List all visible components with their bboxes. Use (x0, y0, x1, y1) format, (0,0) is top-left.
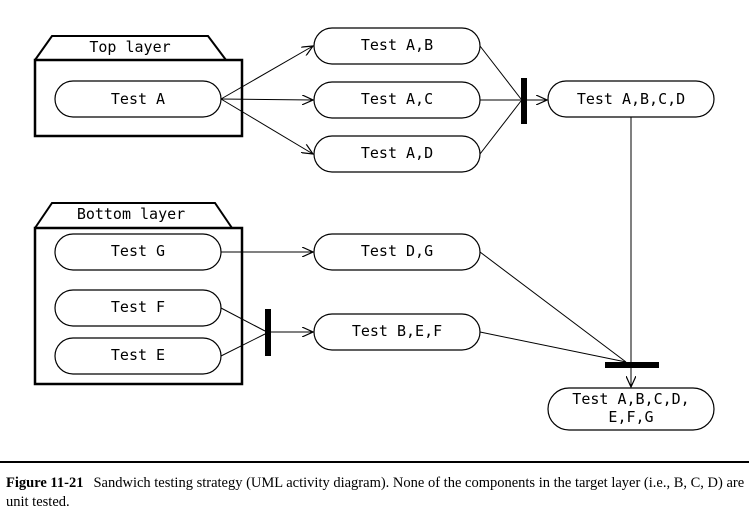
node-label: Test E (111, 346, 165, 364)
node-test-final: Test A,B,C,D, E,F,G (547, 387, 715, 431)
node-label: Test G (111, 242, 165, 260)
node-test-a: Test A (54, 80, 222, 118)
top-layer-label: Top layer (89, 38, 170, 56)
node-test-dg: Test D,G (313, 233, 481, 271)
node-label: Test B,E,F (352, 322, 442, 340)
bottom-layer-tab (34, 202, 233, 229)
node-test-abcd: Test A,B,C,D (547, 80, 715, 118)
node-test-bef: Test B,E,F (313, 313, 481, 351)
edge-e-to-sync (220, 333, 266, 357)
top-layer-tab (34, 35, 227, 61)
node-test-f: Test F (54, 289, 222, 327)
edge-bef-to-final-sync (479, 331, 627, 363)
sync-bar-bottom (265, 309, 271, 356)
node-label: Test A,D (361, 144, 433, 162)
edge-a-to-ab (220, 46, 313, 100)
figure-caption-text: Sandwich testing strategy (UML activity … (6, 475, 745, 510)
edge-a-to-ac (220, 99, 313, 100)
top-layer-package: Top layer (33, 35, 244, 138)
bottom-layer-label: Bottom layer (77, 205, 185, 223)
edge-dg-to-final-sync (479, 251, 627, 363)
node-label-line1: Test A,B,C,D, (572, 390, 689, 408)
node-label-line2: E,F,G (608, 408, 653, 426)
node-label: Test D,G (361, 242, 433, 260)
caption-divider (0, 461, 749, 463)
node-label: Test A,B (361, 36, 433, 54)
edge-f-to-sync (220, 307, 266, 332)
sync-bar-top (521, 78, 527, 124)
node-test-ab: Test A,B (313, 27, 481, 65)
node-test-ac: Test A,C (313, 81, 481, 119)
activity-diagram: Top layer Bottom layer Test A Test A,B T… (33, 27, 715, 431)
node-label: Test A (111, 90, 165, 108)
node-test-g: Test G (54, 233, 222, 271)
node-label: Test A,C (361, 90, 433, 108)
edge-a-to-ad (220, 98, 313, 154)
bottom-layer-frame (33, 226, 244, 386)
edge-ab-to-sync (479, 45, 522, 100)
node-label: Test A,B,C,D (577, 90, 685, 108)
figure-number: Figure 11-21 (6, 475, 84, 491)
edge-ad-to-sync (479, 100, 522, 155)
top-layer-frame (33, 58, 244, 138)
bottom-layer-package: Bottom layer (33, 202, 244, 386)
node-test-e: Test E (54, 337, 222, 375)
node-label: Test F (111, 298, 165, 316)
sync-bar-final (605, 362, 659, 368)
node-test-ad: Test A,D (313, 135, 481, 173)
